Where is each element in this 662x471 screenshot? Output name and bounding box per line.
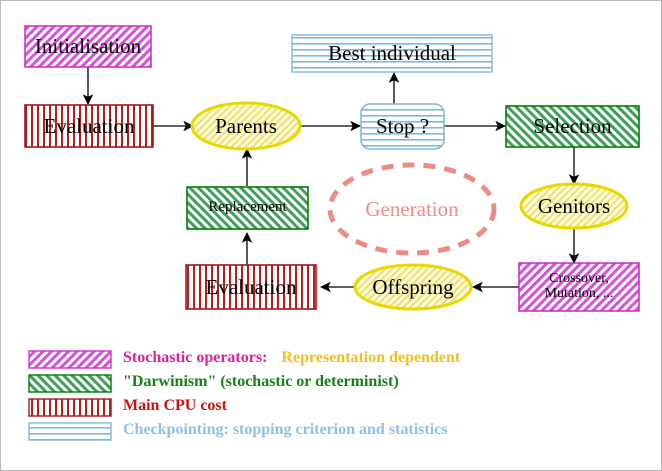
edge-group — [82, 67, 580, 293]
legend-text-primary-2: Main CPU cost — [123, 397, 227, 414]
node-parents[interactable] — [190, 101, 302, 151]
legend-label-stochastic-operators: Stochastic operators: Representation depe… — [123, 349, 460, 367]
node-initialisation[interactable] — [24, 25, 152, 68]
node-crossover-mutation[interactable] — [518, 262, 640, 312]
legend-swatch-blue-horizontal — [28, 422, 112, 441]
legend-swatches — [28, 350, 112, 441]
node-replacement[interactable] — [186, 186, 309, 230]
legend-swatch-red-vertical — [28, 398, 112, 417]
legend-swatch-green-diagonal — [28, 374, 112, 393]
node-evaluation-bottom[interactable] — [185, 264, 317, 310]
legend-text-primary-0: Stochastic operators: — [123, 349, 268, 366]
legend-text-primary-1: "Darwinism" (stochastic or determinist) — [123, 373, 399, 390]
node-selection[interactable] — [505, 105, 640, 148]
legend-label-darwinism: "Darwinism" (stochastic or determinist) — [123, 373, 399, 391]
legend-swatch-magenta-diagonal — [28, 350, 112, 369]
node-evaluation-top[interactable] — [24, 104, 154, 148]
legend-text-secondary-0: Representation dependent — [281, 349, 461, 366]
node-stop[interactable] — [360, 103, 445, 150]
node-genitors[interactable] — [519, 182, 629, 230]
node-offspring[interactable] — [353, 263, 473, 311]
legend-label-main-cpu-cost: Main CPU cost — [123, 397, 227, 415]
node-best-individual[interactable] — [291, 34, 493, 73]
legend-label-checkpointing: Checkpointing: stopping criterion and st… — [123, 421, 447, 439]
legend-text-primary-3: Checkpointing: stopping criterion and st… — [123, 421, 448, 438]
node-generation — [327, 162, 497, 256]
